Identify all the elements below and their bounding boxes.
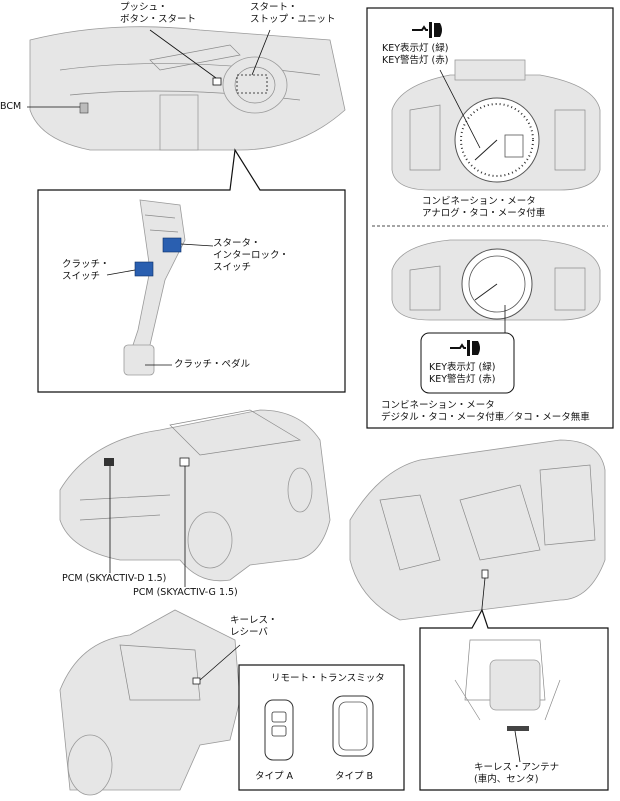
clutch-switch-label: クラッチ・ スイッチ — [62, 259, 110, 282]
meter-top-illustration — [391, 59, 601, 191]
meter-caption-bottom: コンビネーション・メータ デジタル・タコ・メータ付車／タコ・メータ無車 — [381, 400, 590, 423]
car-front-illustration — [59, 409, 331, 582]
key-lamp-label-top: KEY表示灯 (緑) KEY警告灯 (赤) — [382, 43, 449, 66]
meter-caption-top: コンビネーション・メータ アナログ・タコ・メータ付車 — [422, 196, 546, 219]
remote-transmitter-title: リモート・トランスミッタ — [271, 673, 385, 684]
pedal-callout-box — [37, 148, 346, 393]
pcm-skyactiv-g-label: PCM (SKYACTIV-G 1.5) — [133, 587, 238, 598]
key-icon — [412, 22, 442, 38]
start-stop-unit-label: スタート・ ストップ・ユニット — [250, 2, 336, 25]
remote-type-a-label: タイプ A — [255, 771, 294, 782]
keyless-receiver-label: キーレス・ レシーバ — [230, 615, 278, 638]
pcm-skyactiv-d-label: PCM (SKYACTIV-D 1.5) — [62, 573, 167, 584]
pedal-illustration — [123, 199, 186, 376]
dashboard-illustration — [29, 26, 346, 151]
clutch-pedal-label: クラッチ・ペダル — [174, 359, 251, 370]
remote-type-b-illustration — [332, 695, 374, 757]
car-rear-illustration — [59, 609, 241, 796]
key-lamp-label-bottom: KEY表示灯 (緑) KEY警告灯 (赤) — [429, 362, 496, 385]
interior-illustration — [349, 439, 606, 621]
bcm-label: BCM — [0, 101, 22, 112]
meter-bottom-illustration — [391, 239, 601, 321]
starter-interlock-switch-label: スタータ・ インターロック・ スイッチ — [213, 238, 289, 273]
key-callout-bottom — [420, 332, 515, 394]
remote-type-b-label: タイプ B — [335, 771, 374, 782]
keyless-antenna-label: キーレス・アンテナ (車内、センタ) — [474, 762, 560, 785]
push-button-start-label: プッシュ・ ボタン・スタート — [120, 2, 197, 25]
remote-type-a-illustration — [264, 699, 294, 761]
console-illustration — [454, 639, 561, 731]
key-icon — [450, 340, 480, 356]
